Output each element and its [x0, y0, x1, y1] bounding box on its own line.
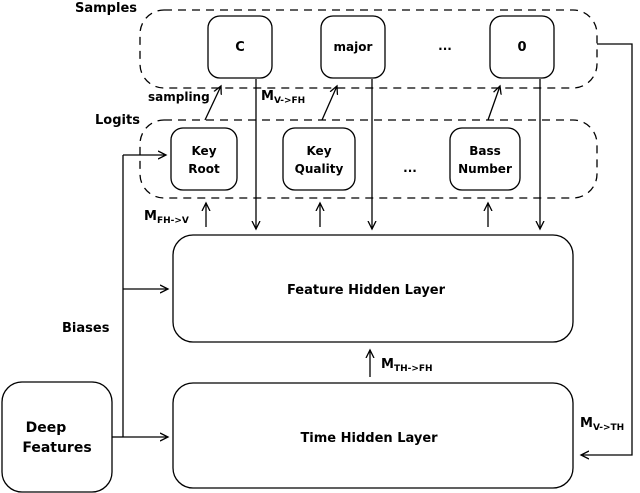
logit-node-bass-number — [449, 127, 521, 191]
samples-group — [139, 9, 598, 89]
deep-features-line1: Deep — [26, 420, 67, 436]
logits-group-label: Logits — [95, 113, 140, 128]
m-th-fh-label: MTH->FH — [381, 357, 433, 374]
sample-node-major — [320, 15, 386, 79]
m-v-th-path — [581, 43, 633, 455]
sample-node-c — [207, 15, 273, 79]
logit-node-key-quality-line2: Quality — [295, 162, 344, 176]
sampling-arrow-2 — [321, 86, 337, 121]
sample-node-major-label: major — [334, 40, 373, 54]
sample-node-c-label: C — [235, 40, 245, 55]
logit-node-bass-number-line2: Number — [458, 162, 512, 176]
logit-node-key-root — [170, 127, 238, 191]
logit-node-key-quality — [282, 127, 356, 191]
logits-group — [139, 119, 598, 199]
sample-node-0 — [489, 15, 555, 79]
sampling-arrow-1 — [204, 86, 221, 121]
logit-node-key-quality-line1: Key — [306, 144, 331, 158]
time-hidden-layer-label: Time Hidden Layer — [300, 431, 438, 446]
samples-group-label: Samples — [75, 1, 137, 16]
m-v-th-label: MV->TH — [580, 416, 624, 433]
deep-features-node — [1, 381, 113, 493]
sampling-label: sampling — [148, 90, 210, 104]
logit-node-key-root-line2: Root — [188, 162, 220, 176]
logit-ellipsis: ... — [403, 161, 417, 175]
logit-node-bass-number-line1: Bass — [469, 144, 501, 158]
sample-ellipsis: ... — [438, 39, 452, 53]
feature-hidden-layer-label: Feature Hidden Layer — [287, 283, 446, 298]
feature-hidden-layer — [172, 234, 574, 343]
biases-label: Biases — [62, 321, 110, 336]
deep-features-line2: Features — [22, 440, 91, 456]
logit-node-key-root-line1: Key — [191, 144, 216, 158]
m-fh-v-label: MFH->V — [144, 209, 189, 226]
sample-node-0-label: 0 — [517, 40, 526, 55]
m-v-fh-label: MV->FH — [261, 89, 305, 106]
sampling-arrow-3 — [487, 86, 500, 121]
time-hidden-layer — [172, 382, 574, 489]
